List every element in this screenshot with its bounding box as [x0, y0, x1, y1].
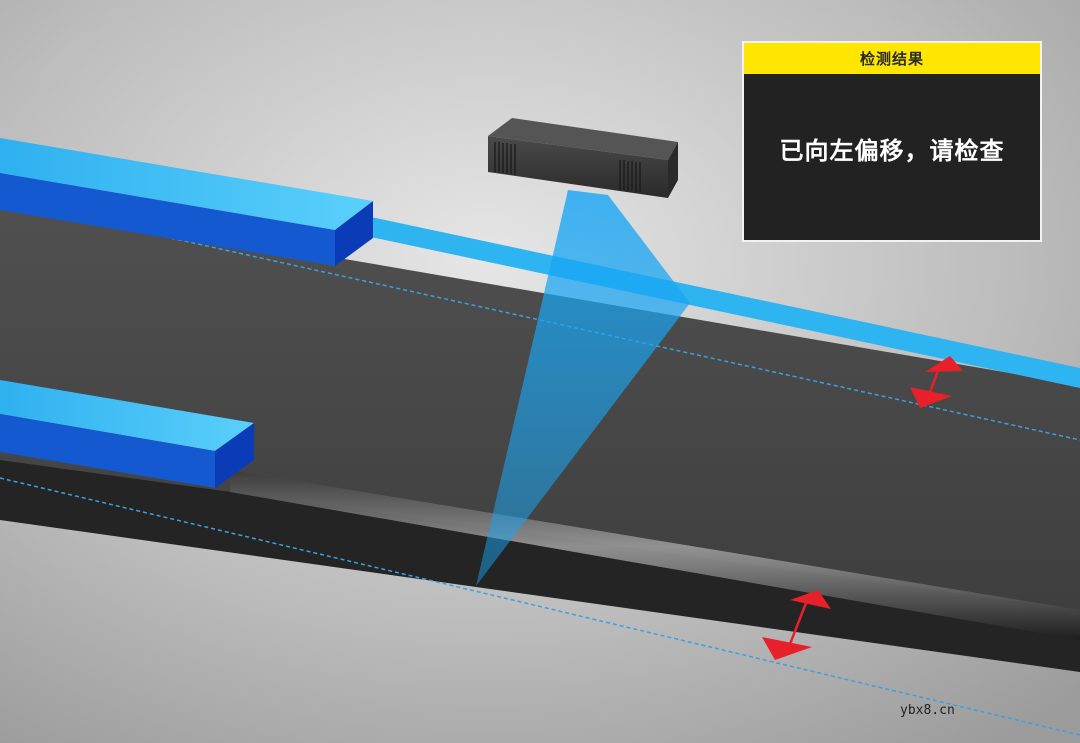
lower-offset-arrow	[762, 590, 831, 660]
conveyor-belt-edge	[0, 460, 1080, 672]
laser-beam	[476, 190, 690, 586]
laser-sensor	[488, 118, 678, 198]
detection-result-panel: 检测结果 已向左偏移，请检查	[742, 41, 1042, 242]
lower-guide-rail	[0, 380, 254, 488]
result-message: 已向左偏移，请检查	[779, 137, 1005, 165]
watermark: ybx8.cn	[900, 703, 955, 718]
belt-crease-highlight	[230, 470, 1080, 640]
upper-offset-arrow	[910, 356, 963, 408]
upper-guide-rail	[0, 138, 373, 266]
lower-reference-line	[0, 477, 1080, 736]
result-panel-title: 检测结果	[744, 43, 1040, 74]
